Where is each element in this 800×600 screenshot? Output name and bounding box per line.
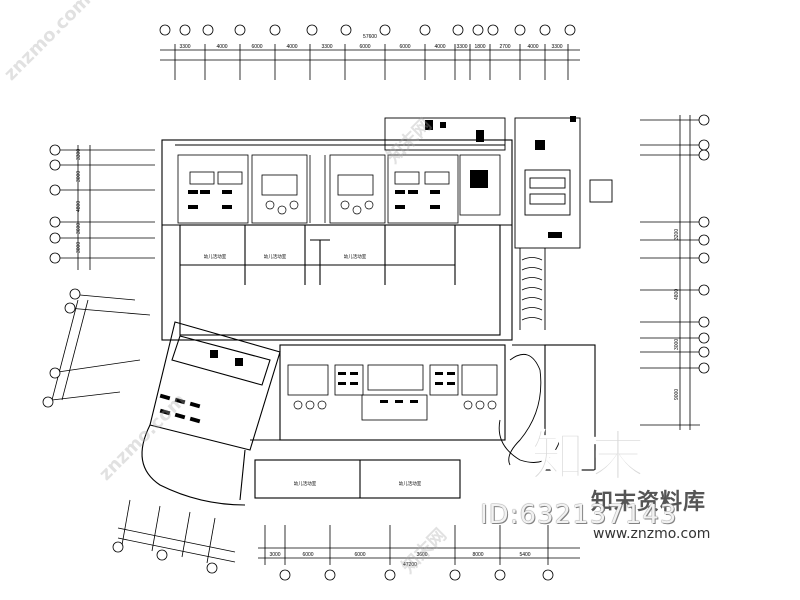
service-area — [384, 117, 613, 330]
right-grid-bubbles — [698, 114, 710, 374]
top-dim-label-2: 6000 — [251, 44, 262, 50]
room-label-2: 幼儿活动室 — [344, 253, 367, 260]
right-dimension-labels: 9000 3200 4800 3000 — [674, 229, 680, 400]
bottom-total-label: 47200 — [403, 562, 417, 568]
watermark-brand: 知末资料库 — [591, 490, 707, 515]
south-wing-furniture — [338, 372, 455, 403]
left-dim-label-1: 3000 — [76, 171, 82, 182]
left-dim-label-3: 3600 — [76, 223, 82, 234]
bottom-dim-label-2: 6000 — [354, 552, 365, 558]
right-dim-label-0: 9000 — [674, 389, 680, 400]
watermark-logo: 知末 知末资料库 ID:632137143 www.znzmo.com — [480, 420, 795, 598]
top-dim-label-11: 4000 — [527, 44, 538, 50]
service-fill — [425, 116, 576, 238]
watermark-id: ID:632137143 — [480, 500, 678, 530]
bottom-dimension-chain — [258, 525, 580, 565]
top-dim-label-0: 3300 — [179, 44, 190, 50]
top-dimension-chain — [160, 44, 580, 80]
top-dim-label-8: 3300 — [456, 44, 467, 50]
top-dim-label-9: 1800 — [474, 44, 485, 50]
room-label-0: 幼儿活动室 — [204, 253, 227, 260]
top-dim-label-10: 2700 — [499, 44, 510, 50]
top-grid-bubbles — [159, 24, 576, 36]
top-dim-label-3: 4000 — [286, 44, 297, 50]
top-dim-label-4: 3300 — [321, 44, 332, 50]
south-wing-rooms — [287, 364, 498, 421]
top-total-label: 57600 — [363, 34, 377, 40]
bottom-dim-label-3: 3600 — [416, 552, 427, 558]
left-dim-label-0: 3300 — [76, 149, 82, 160]
left-dim-label-2: 4800 — [76, 201, 82, 212]
north-wing-circles — [265, 200, 374, 215]
watermark-site: www.znzmo.com — [593, 526, 711, 542]
bottom-dimension-labels: 3000 6000 6000 3600 8000 5400 47200 — [269, 552, 530, 568]
left-wing-dimensions — [51, 294, 151, 401]
left-dim-label-4: 3000 — [76, 242, 82, 253]
right-dimension-chain — [640, 115, 700, 430]
west-wing — [141, 321, 281, 506]
top-dim-label-5: 6000 — [359, 44, 370, 50]
bottom-dim-label-4: 8000 — [472, 552, 483, 558]
top-dim-label-12: 3300 — [551, 44, 562, 50]
right-dim-label-1: 3200 — [674, 229, 680, 240]
south-wing — [250, 344, 596, 499]
bottom-grid-bubbles — [279, 569, 554, 581]
left-dimension-chain — [60, 145, 155, 270]
room-labels: 幼儿活动室 幼儿活动室 幼儿活动室 幼儿活动室 幼儿活动室 — [204, 253, 422, 487]
room-label-3: 幼儿活动室 — [294, 480, 317, 487]
north-wing-furniture — [188, 170, 488, 209]
south-wing-circles — [293, 400, 497, 410]
room-label-1: 幼儿活动室 — [264, 253, 287, 260]
west-wing-furniture — [159, 350, 243, 424]
left-dimension-labels: 3300 3000 4800 3600 3000 — [76, 149, 82, 253]
stair-run — [521, 257, 543, 321]
skewed-grid-bubbles — [112, 541, 218, 574]
skewed-dimension-chain — [117, 499, 236, 564]
left-grid-bubbles — [49, 144, 61, 264]
bottom-dim-label-5: 5400 — [519, 552, 530, 558]
top-dimension-labels: 3300 4000 6000 4000 3300 6000 6000 4000 … — [179, 34, 562, 50]
north-wing — [161, 139, 513, 341]
entrance-curve — [498, 353, 561, 466]
right-dim-label-3: 3000 — [674, 339, 680, 350]
bottom-dim-label-1: 6000 — [302, 552, 313, 558]
room-label-4: 幼儿活动室 — [399, 480, 422, 487]
right-dim-label-2: 4800 — [674, 289, 680, 300]
bottom-dim-label-0: 3000 — [269, 552, 280, 558]
watermark-logo-text: 知末 — [530, 424, 651, 489]
left-wing-bubbles — [42, 288, 81, 408]
north-wing-rooms — [177, 154, 501, 224]
top-dim-label-1: 4000 — [216, 44, 227, 50]
top-dim-label-6: 6000 — [399, 44, 410, 50]
top-dim-label-7: 4000 — [434, 44, 445, 50]
